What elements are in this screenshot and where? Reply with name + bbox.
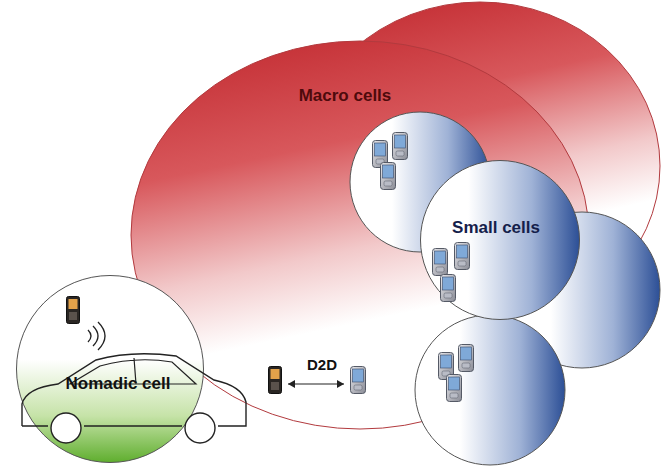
node-label: Nomadic cell — [66, 374, 171, 394]
d2d-label: D2D — [307, 356, 337, 373]
node-label: Small cells — [452, 218, 540, 238]
node-label: Macro cells — [299, 86, 392, 106]
small-cell-outline — [421, 161, 580, 320]
small-cell-bottom — [415, 315, 565, 465]
nomadic-cell-outline — [17, 276, 204, 463]
phone-cluster-top — [373, 133, 408, 190]
node-shape — [10, 275, 210, 463]
phone-cluster-bottom — [439, 345, 474, 402]
small-cell: Small cells — [420, 160, 580, 320]
nomadic-cell: Nomadic cell — [10, 275, 210, 463]
mobile-device — [441, 275, 456, 302]
node-shape — [420, 160, 580, 320]
mobile-device — [433, 249, 448, 276]
mobile-device — [455, 243, 470, 270]
car-illustration — [22, 297, 246, 444]
